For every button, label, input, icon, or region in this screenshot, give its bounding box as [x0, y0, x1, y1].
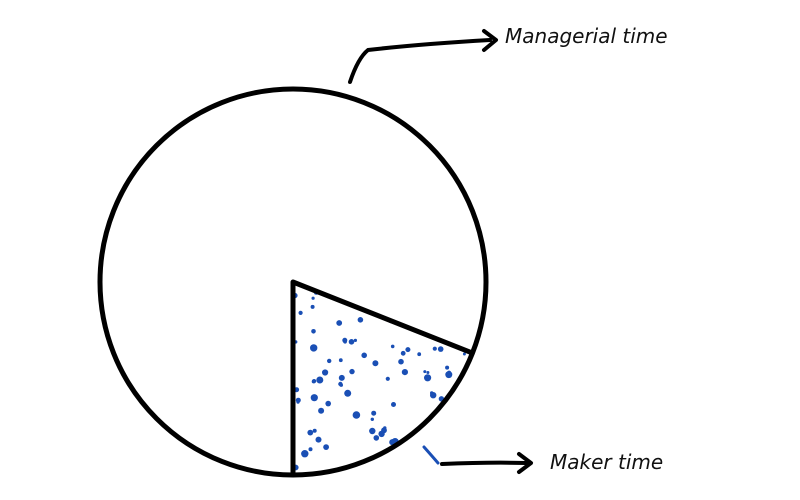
maker-time-dot	[445, 442, 452, 449]
maker-time-dot	[404, 443, 408, 447]
maker-time-arrowhead	[517, 452, 533, 474]
maker-time-dot	[480, 401, 487, 408]
maker-time-dot	[310, 304, 315, 309]
maker-time-dot	[480, 446, 487, 453]
maker-time-dot	[426, 371, 430, 374]
maker-time-dot	[372, 360, 379, 367]
maker-time-dot	[383, 426, 387, 430]
maker-time-dot	[322, 369, 329, 376]
maker-time-arrow	[440, 460, 528, 466]
maker-time-leader	[422, 445, 440, 465]
maker-time-dot	[310, 394, 318, 402]
maker-time-dot	[445, 371, 453, 379]
maker-time-dot	[445, 365, 450, 370]
maker-time-dot	[486, 419, 492, 425]
maker-time-dot	[488, 128, 491, 131]
maker-time-dot	[424, 374, 432, 382]
maker-time-dot	[400, 350, 406, 356]
maker-time-dot	[361, 352, 368, 359]
maker-time-dot	[352, 411, 361, 419]
maker-time-dot	[465, 454, 471, 460]
maker-time-dot	[432, 346, 437, 351]
maker-time-dot	[439, 446, 445, 452]
maker-time-dot	[373, 435, 380, 441]
maker-time-dot	[369, 427, 376, 435]
maker-time-dot	[323, 444, 329, 450]
maker-time-dot	[312, 379, 317, 384]
maker-time-dot	[438, 414, 445, 421]
managerial-time-arrow	[348, 38, 492, 84]
maker-time-dot	[477, 404, 482, 409]
maker-time-dot	[391, 402, 396, 407]
maker-time-dot	[456, 404, 464, 412]
maker-time-dot	[471, 163, 477, 169]
maker-time-dot	[311, 296, 315, 300]
maker-time-dot	[338, 374, 345, 381]
maker-time-dot	[370, 417, 374, 421]
pie-slices	[97, 86, 489, 478]
maker-time-dot	[343, 340, 347, 344]
maker-time-dot	[344, 389, 352, 397]
maker-time-dot	[378, 430, 385, 438]
maker-time-dot	[446, 470, 451, 474]
maker-time-dot	[338, 381, 343, 387]
maker-time-dot	[405, 347, 411, 353]
maker-time-dot	[316, 376, 324, 384]
maker-time-dot	[380, 460, 388, 467]
maker-time-dot	[485, 344, 492, 351]
maker-time-dot	[422, 457, 430, 465]
maker-time-dot	[430, 392, 437, 399]
maker-time-dot	[486, 354, 490, 358]
maker-time-dot	[478, 123, 482, 127]
maker-time-dot	[318, 407, 325, 414]
maker-time-dot	[462, 352, 466, 356]
maker-time-dot	[473, 182, 477, 186]
maker-time-dot	[423, 370, 427, 374]
maker-time-dot	[431, 466, 435, 470]
maker-time-dot	[371, 410, 377, 416]
maker-time-dot	[357, 317, 364, 323]
maker-time-dot	[338, 358, 343, 363]
maker-time-dot	[398, 358, 404, 365]
maker-time-dot	[440, 146, 445, 151]
maker-time-dot	[481, 151, 488, 158]
maker-time-dot	[308, 447, 313, 452]
maker-time-dot	[296, 400, 300, 404]
maker-time-dot	[348, 339, 355, 345]
maker-time-dot	[349, 368, 355, 375]
maker-time-dot	[307, 429, 314, 436]
maker-time-dot	[482, 436, 486, 440]
maker-time-dot	[473, 133, 480, 140]
managerial-time-label: Managerial time	[505, 24, 668, 48]
maker-time-dot	[437, 346, 444, 352]
maker-time-dot	[310, 344, 318, 352]
maker-time-label: Maker time	[550, 450, 663, 474]
maker-time-dot	[353, 338, 357, 342]
maker-time-dot	[417, 352, 422, 357]
maker-time-dot	[315, 436, 322, 443]
managerial-time-arrowhead	[482, 29, 498, 52]
maker-time-dot	[301, 450, 309, 458]
maker-time-dot	[311, 329, 316, 334]
maker-time-dot	[485, 216, 488, 219]
maker-time-dot	[390, 344, 395, 349]
maker-time-dot	[483, 185, 487, 189]
maker-time-dot	[480, 336, 485, 341]
maker-time-dot	[312, 428, 317, 433]
maker-time-dot	[401, 369, 408, 376]
maker-time-dot	[455, 418, 459, 422]
maker-time-dot	[298, 310, 303, 315]
maker-time-dot	[472, 157, 476, 161]
maker-time-dot	[336, 320, 343, 326]
maker-time-dot	[327, 358, 332, 364]
maker-time-dot	[325, 400, 332, 407]
maker-time-dot	[468, 159, 473, 164]
maker-time-dot	[438, 439, 445, 446]
maker-time-dot	[456, 456, 462, 462]
slice-divider	[290, 279, 474, 475]
maker-time-dot	[440, 131, 445, 136]
maker-time-dot	[385, 376, 390, 381]
